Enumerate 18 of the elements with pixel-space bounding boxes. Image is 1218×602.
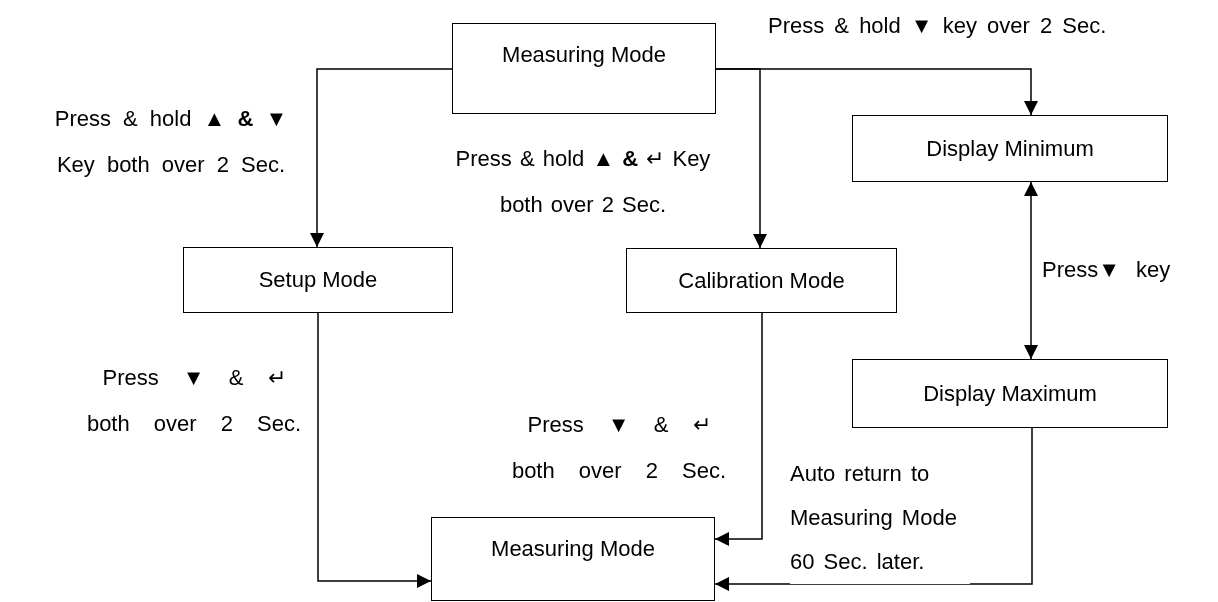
box-label: Setup Mode [258, 267, 378, 293]
arrow [714, 312, 763, 546]
arrow [1024, 181, 1038, 360]
arrow [317, 312, 432, 588]
box-label: Calibration Mode [678, 267, 845, 294]
process-box [183, 247, 453, 313]
process-box [852, 115, 1168, 182]
process-box [431, 517, 715, 601]
process-box [626, 248, 897, 313]
arrow [310, 68, 453, 248]
box-label: Display Minimum [926, 135, 1094, 162]
process-box [852, 359, 1168, 428]
process-box [452, 23, 716, 114]
arrow [714, 427, 1033, 591]
box-label: Measuring Mode [502, 42, 666, 68]
arrow [715, 68, 1038, 116]
box-label: Measuring Mode [491, 536, 655, 562]
box-label: Display Maximum [923, 380, 1097, 407]
